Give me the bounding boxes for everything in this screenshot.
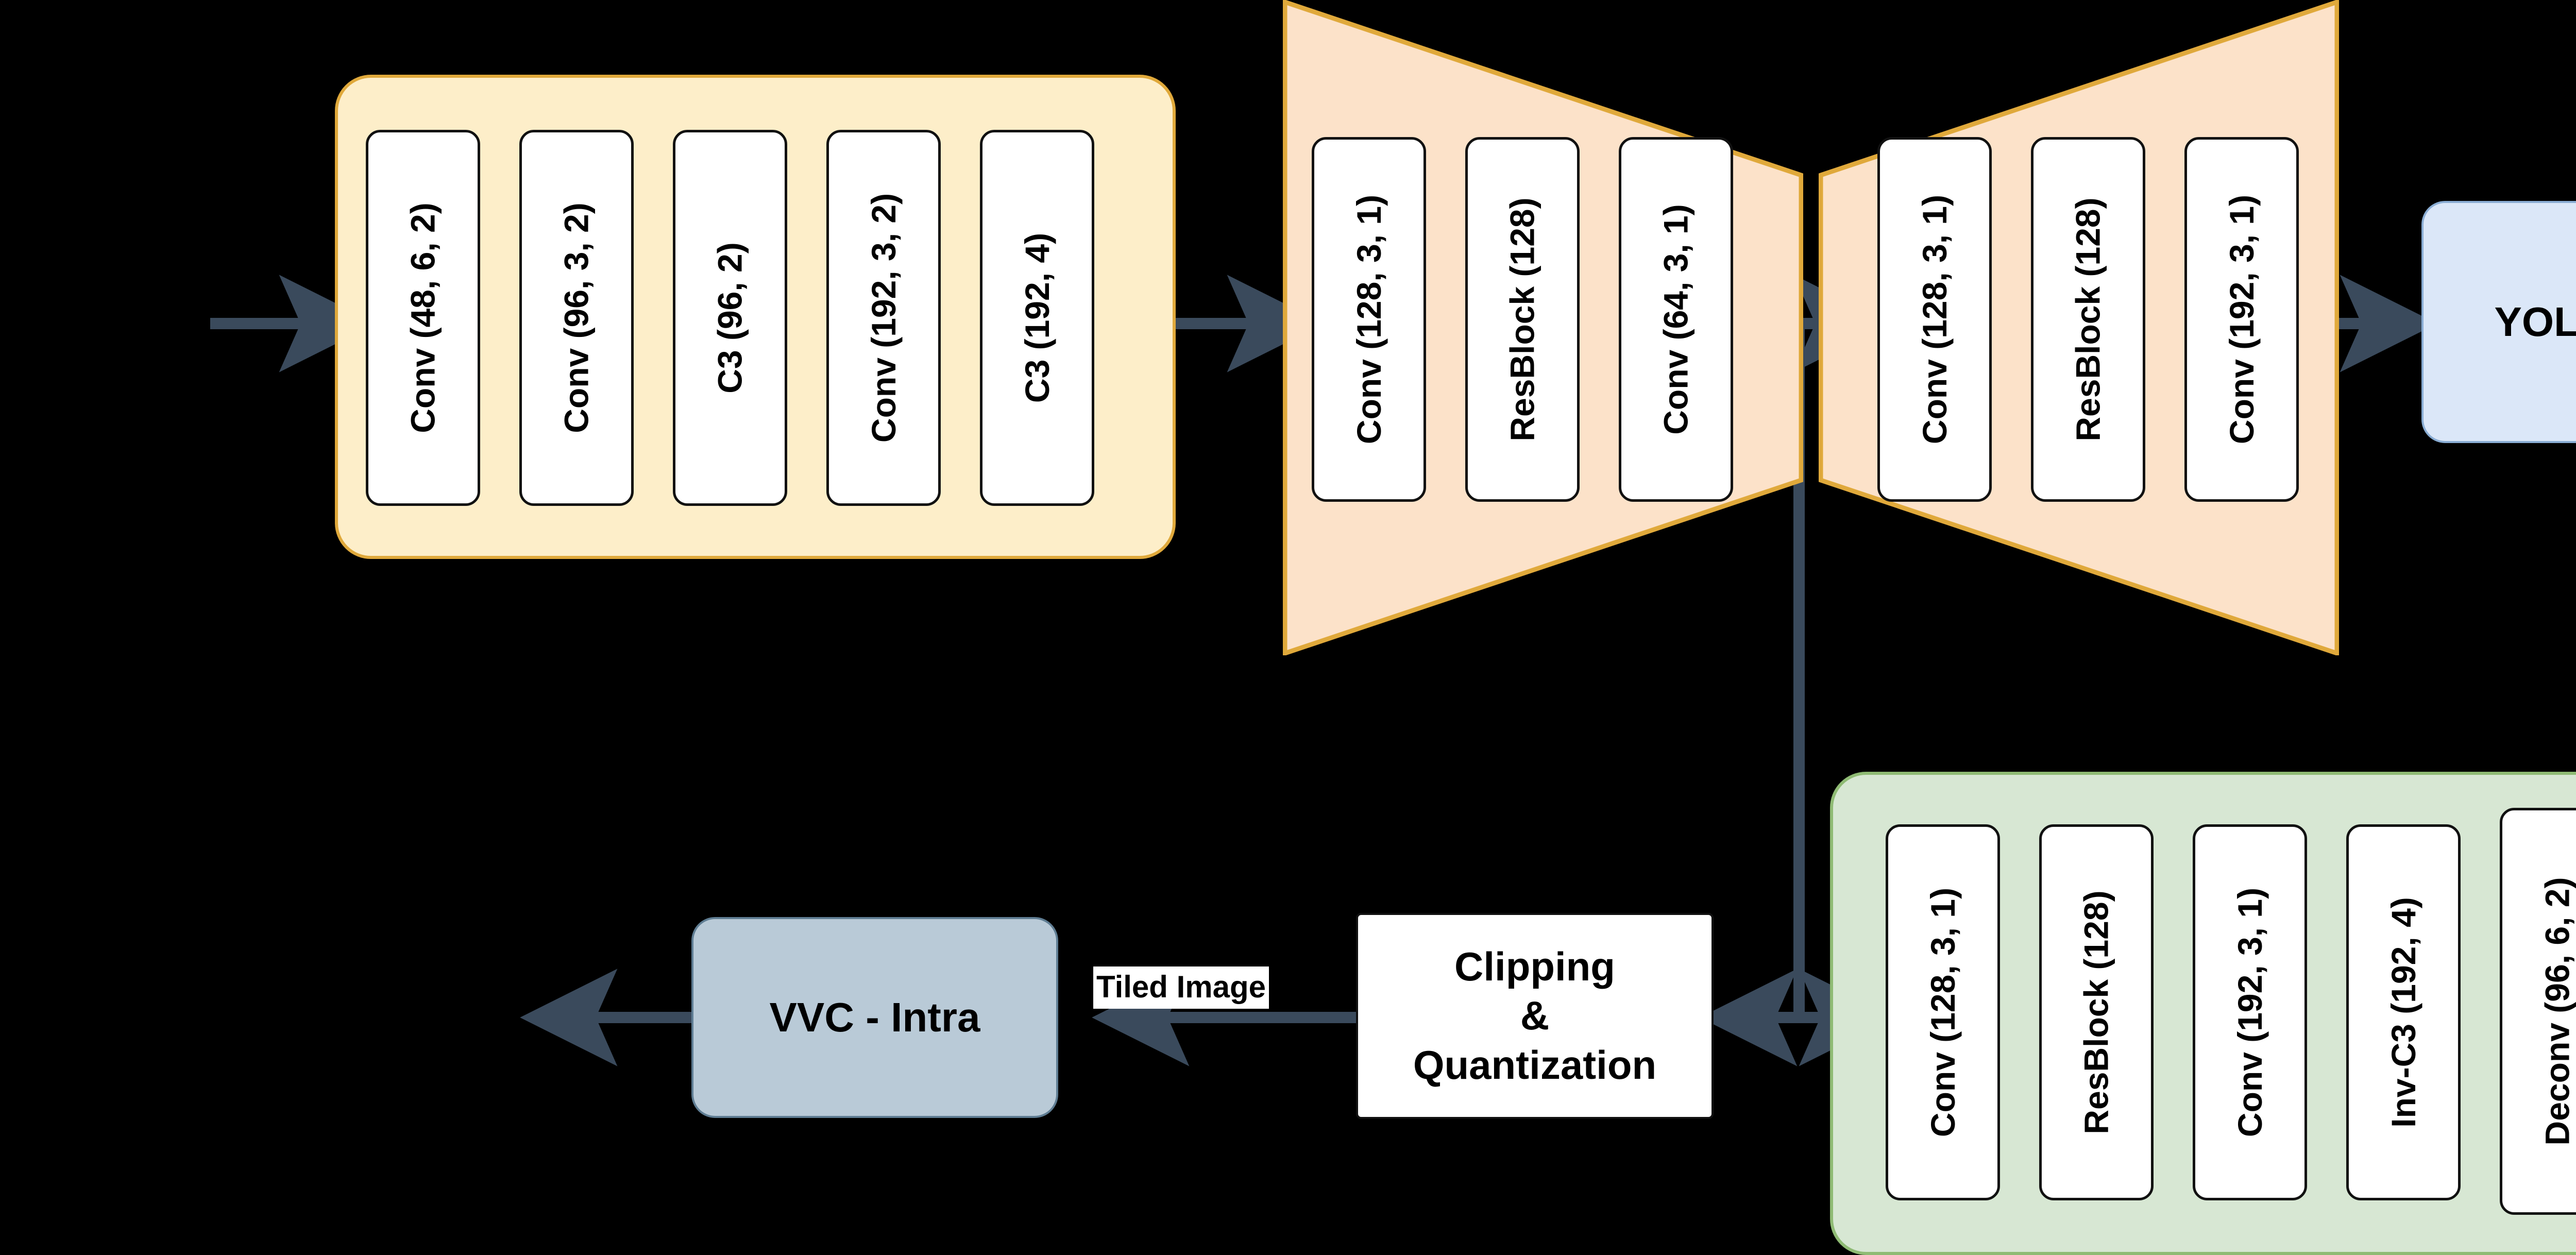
layer-decoder-1[interactable]: ResBlock (128) bbox=[2031, 137, 2145, 502]
layer-label: Conv (192, 3, 1) bbox=[2231, 887, 2269, 1138]
layer-decoder-0[interactable]: Conv (128, 3, 1) bbox=[1877, 137, 1992, 502]
tiled-image-edge-label: Tiled Image bbox=[1093, 966, 1269, 1009]
layer-backbone-0[interactable]: Conv (48, 6, 2) bbox=[366, 130, 480, 506]
layer-backbone-3[interactable]: Conv (192, 3, 2) bbox=[826, 130, 941, 506]
layer-label: Conv (192, 3, 2) bbox=[865, 193, 903, 443]
layer-recon-2[interactable]: Conv (192, 3, 1) bbox=[2193, 824, 2307, 1200]
layer-label: Conv (128, 3, 1) bbox=[1916, 194, 1954, 445]
tiled-image-text: Tiled Image bbox=[1096, 970, 1266, 1004]
layer-label: ResBlock (128) bbox=[2069, 197, 2107, 442]
layer-recon-4[interactable]: Deconv (96, 6, 2) bbox=[2500, 808, 2576, 1215]
layer-backbone-1[interactable]: Conv (96, 3, 2) bbox=[519, 130, 634, 506]
layer-recon-0[interactable]: Conv (128, 3, 1) bbox=[1886, 824, 2000, 1200]
quantization-line: Quantization bbox=[1413, 1042, 1657, 1088]
layer-decoder-2[interactable]: Conv (192, 3, 1) bbox=[2184, 137, 2299, 502]
layer-backbone-2[interactable]: C3 (96, 2) bbox=[673, 130, 787, 506]
layer-label: Deconv (96, 6, 2) bbox=[2538, 877, 2576, 1146]
vvc-intra-label: VVC - Intra bbox=[769, 994, 980, 1041]
layer-label: C3 (192, 4) bbox=[1018, 232, 1057, 403]
layer-label: Conv (48, 6, 2) bbox=[404, 202, 442, 433]
clipping-quantization-box[interactable]: Clipping & Quantization bbox=[1356, 913, 1714, 1119]
yolo-backend-label: YOLO - back-end bbox=[2494, 299, 2576, 345]
layer-label: ResBlock (128) bbox=[2077, 890, 2115, 1134]
yolo-backend-box[interactable]: YOLO - back-end bbox=[2421, 201, 2576, 443]
layer-recon-3[interactable]: Inv-C3 (192, 4) bbox=[2346, 824, 2461, 1200]
ampersand-line: & bbox=[1520, 993, 1550, 1039]
layer-label: Conv (192, 3, 1) bbox=[2223, 194, 2261, 445]
layer-label: Inv-C3 (192, 4) bbox=[2384, 897, 2422, 1128]
vvc-intra-box[interactable]: VVC - Intra bbox=[691, 917, 1058, 1118]
layer-label: C3 (96, 2) bbox=[711, 242, 749, 394]
layer-label: Conv (128, 3, 1) bbox=[1924, 887, 1962, 1138]
layer-encoder-0[interactable]: Conv (128, 3, 1) bbox=[1312, 137, 1426, 502]
layer-label: Conv (128, 3, 1) bbox=[1350, 194, 1388, 445]
layer-label: ResBlock (128) bbox=[1503, 197, 1541, 442]
layer-encoder-2[interactable]: Conv (64, 3, 1) bbox=[1619, 137, 1733, 502]
layer-encoder-1[interactable]: ResBlock (128) bbox=[1465, 137, 1580, 502]
layer-label: Conv (96, 3, 2) bbox=[557, 202, 596, 433]
layer-recon-1[interactable]: ResBlock (128) bbox=[2039, 824, 2154, 1200]
clipping-line: Clipping bbox=[1454, 944, 1615, 990]
layer-label: Conv (64, 3, 1) bbox=[1657, 204, 1695, 435]
layer-backbone-4[interactable]: C3 (192, 4) bbox=[980, 130, 1094, 506]
